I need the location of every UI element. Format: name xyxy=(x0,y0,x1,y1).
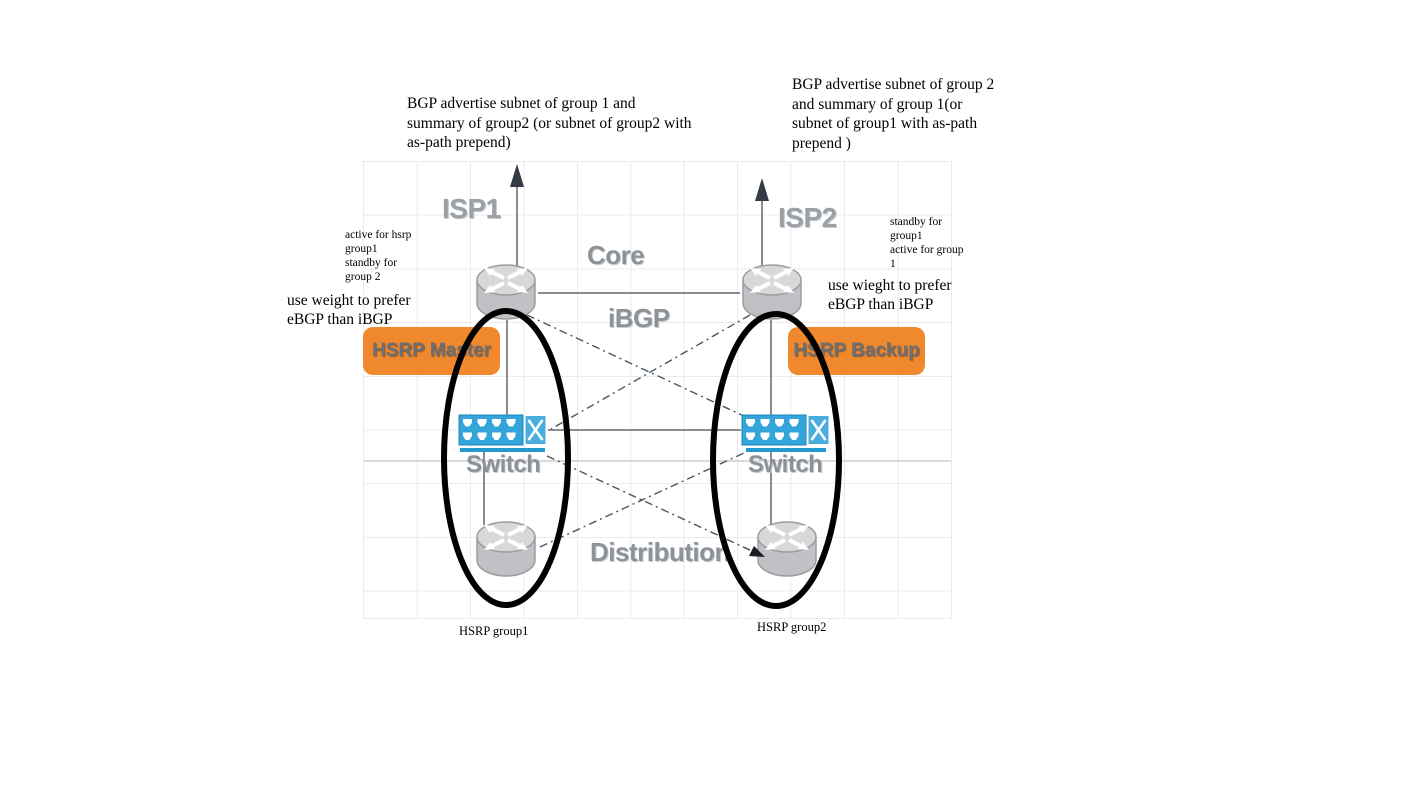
core-router-left-icon xyxy=(475,263,537,321)
switch-right-icon xyxy=(741,413,831,447)
weight-preference-right-note: use wieght to prefer eBGP than iBGP xyxy=(828,277,952,313)
isp1-label: ISP1 xyxy=(442,193,501,224)
core-router-right-icon xyxy=(741,263,803,321)
switch-left-label: Switch xyxy=(466,451,541,478)
weight-preference-left-note: use weight to prefer eBGP than iBGP xyxy=(287,292,411,328)
hsrp-master-label: HSRP Master xyxy=(372,340,491,361)
hsrp-group2-label: HSRP group2 xyxy=(757,620,827,634)
hsrp-backup-label: HSRP Backup xyxy=(793,340,920,361)
right-router-hsrp-role-note: standby for group1 active for group 1 xyxy=(890,216,964,270)
ibgp-link-label: iBGP xyxy=(608,303,670,333)
distribution-layer-label: Distribution xyxy=(590,537,730,567)
hsrp-backup-box: HSRP Backup xyxy=(788,327,925,375)
bgp-advertise-left-note: BGP advertise subnet of group 1 and summ… xyxy=(407,95,692,151)
isp2-label: ISP2 xyxy=(778,202,837,233)
hsrp-master-box: HSRP Master xyxy=(363,327,500,375)
switch-right-label: Switch xyxy=(748,451,823,478)
distribution-router-right-icon xyxy=(756,520,818,578)
bgp-advertise-right-note: BGP advertise subnet of group 2 and summ… xyxy=(792,76,995,152)
distribution-router-left-icon xyxy=(475,520,537,578)
core-layer-label: Core xyxy=(587,240,645,270)
switch-left-icon xyxy=(458,413,548,447)
hsrp-group1-label: HSRP group1 xyxy=(459,624,529,638)
left-router-hsrp-role-note: active for hsrp group1 standby for group… xyxy=(345,229,412,283)
